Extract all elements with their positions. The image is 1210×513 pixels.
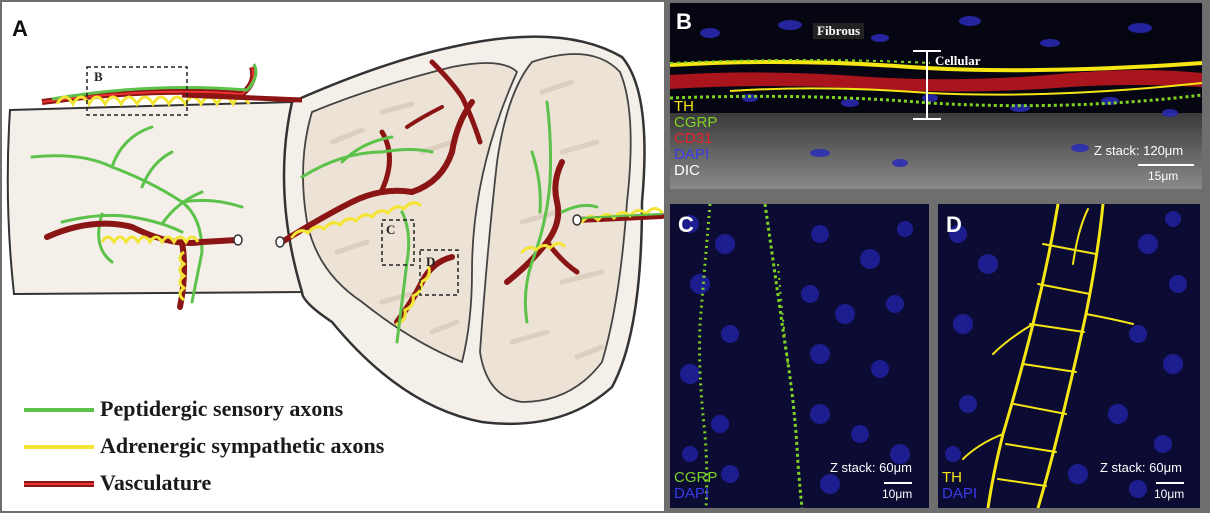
metaphysis <box>302 62 519 364</box>
cgrp-axon-2 <box>763 204 804 508</box>
panel-c-letter: C <box>678 212 694 237</box>
legend-vasculature-label: Vasculature <box>100 470 212 495</box>
panel-a-schematic: A B C D Peptidergic sensory axons Adrene… <box>2 2 664 511</box>
legend-adrenergic-label: Adrenergic sympathetic axons <box>100 433 385 458</box>
cd31-vessel-band <box>670 70 1202 92</box>
inset-label-c: C <box>386 222 396 237</box>
inset-box-b <box>86 66 188 116</box>
th-image <box>938 204 1200 508</box>
panel-d-letter: D <box>946 212 962 237</box>
cellular-layer-bracket <box>913 50 941 120</box>
dapi-nuclei <box>945 211 1187 498</box>
channel-dapi: DAPI <box>942 485 978 502</box>
cellular-label: Cellular <box>935 53 981 68</box>
panel-d-scalebar <box>1156 482 1184 484</box>
bone-shaft <box>6 100 304 296</box>
inset-box-d <box>419 249 459 296</box>
metaphysis-vessels <box>275 59 483 344</box>
panel-c-scalebar <box>884 482 912 484</box>
inset-label-b: B <box>94 69 103 84</box>
th-axon-plexus <box>962 204 1134 508</box>
panel-c-micrograph: C CGRP DAPI Z stack: 60μm 10μm <box>670 204 929 508</box>
channel-cgrp: CGRP <box>674 114 718 131</box>
legend-peptidergic-label: Peptidergic sensory axons <box>100 396 344 421</box>
panel-d-micrograph: D TH DAPI Z stack: 60μm 10μm <box>938 204 1200 508</box>
inset-label-d: D <box>426 254 436 269</box>
fibrous-label: Fibrous <box>813 23 865 39</box>
bone-schematic <box>6 35 664 487</box>
shaft-vessels <box>44 220 243 310</box>
channel-dapi: DAPI <box>674 146 710 163</box>
epiphysis-vessels <box>504 100 664 324</box>
panel-b-scalebar <box>1138 164 1194 166</box>
panel-d-zstack: Z stack: 60μm <box>1100 460 1182 475</box>
periosteal-nerve-bundle <box>41 63 303 108</box>
periosteum-image <box>670 3 1202 189</box>
panel-c-zstack: Z stack: 60μm <box>830 460 912 475</box>
channel-dapi: DAPI <box>674 485 710 502</box>
cgrp-image <box>670 204 929 508</box>
dapi-nuclei <box>680 215 913 494</box>
panel-b-letter: B <box>676 9 692 34</box>
panel-b-zstack: Z stack: 120μm <box>1094 143 1184 158</box>
channel-th: TH <box>674 98 694 115</box>
panel-d-scale-label: 10μm <box>1154 487 1185 501</box>
panel-b-scale-label: 15μm <box>1148 169 1179 183</box>
channel-cgrp: CGRP <box>674 469 718 486</box>
dic-bone-region <box>670 113 1202 189</box>
sensory-axons-shaft <box>30 125 244 304</box>
inset-box-c <box>381 219 415 266</box>
dapi-nuclei <box>700 16 1178 167</box>
panel-a-letter: A <box>12 16 28 41</box>
channel-dic: DIC <box>674 162 700 179</box>
panel-b-micrograph: B Fibrous Cellular TH CGRP CD31 DAPI DIC… <box>670 3 1202 189</box>
cgrp-fibers <box>670 93 1202 108</box>
channel-th: TH <box>942 469 962 486</box>
cgrp-axon-1 <box>698 204 712 508</box>
channel-cd31: CD31 <box>674 130 713 147</box>
panel-c-scale-label: 10μm <box>882 487 913 501</box>
th-fibers <box>670 59 1202 73</box>
